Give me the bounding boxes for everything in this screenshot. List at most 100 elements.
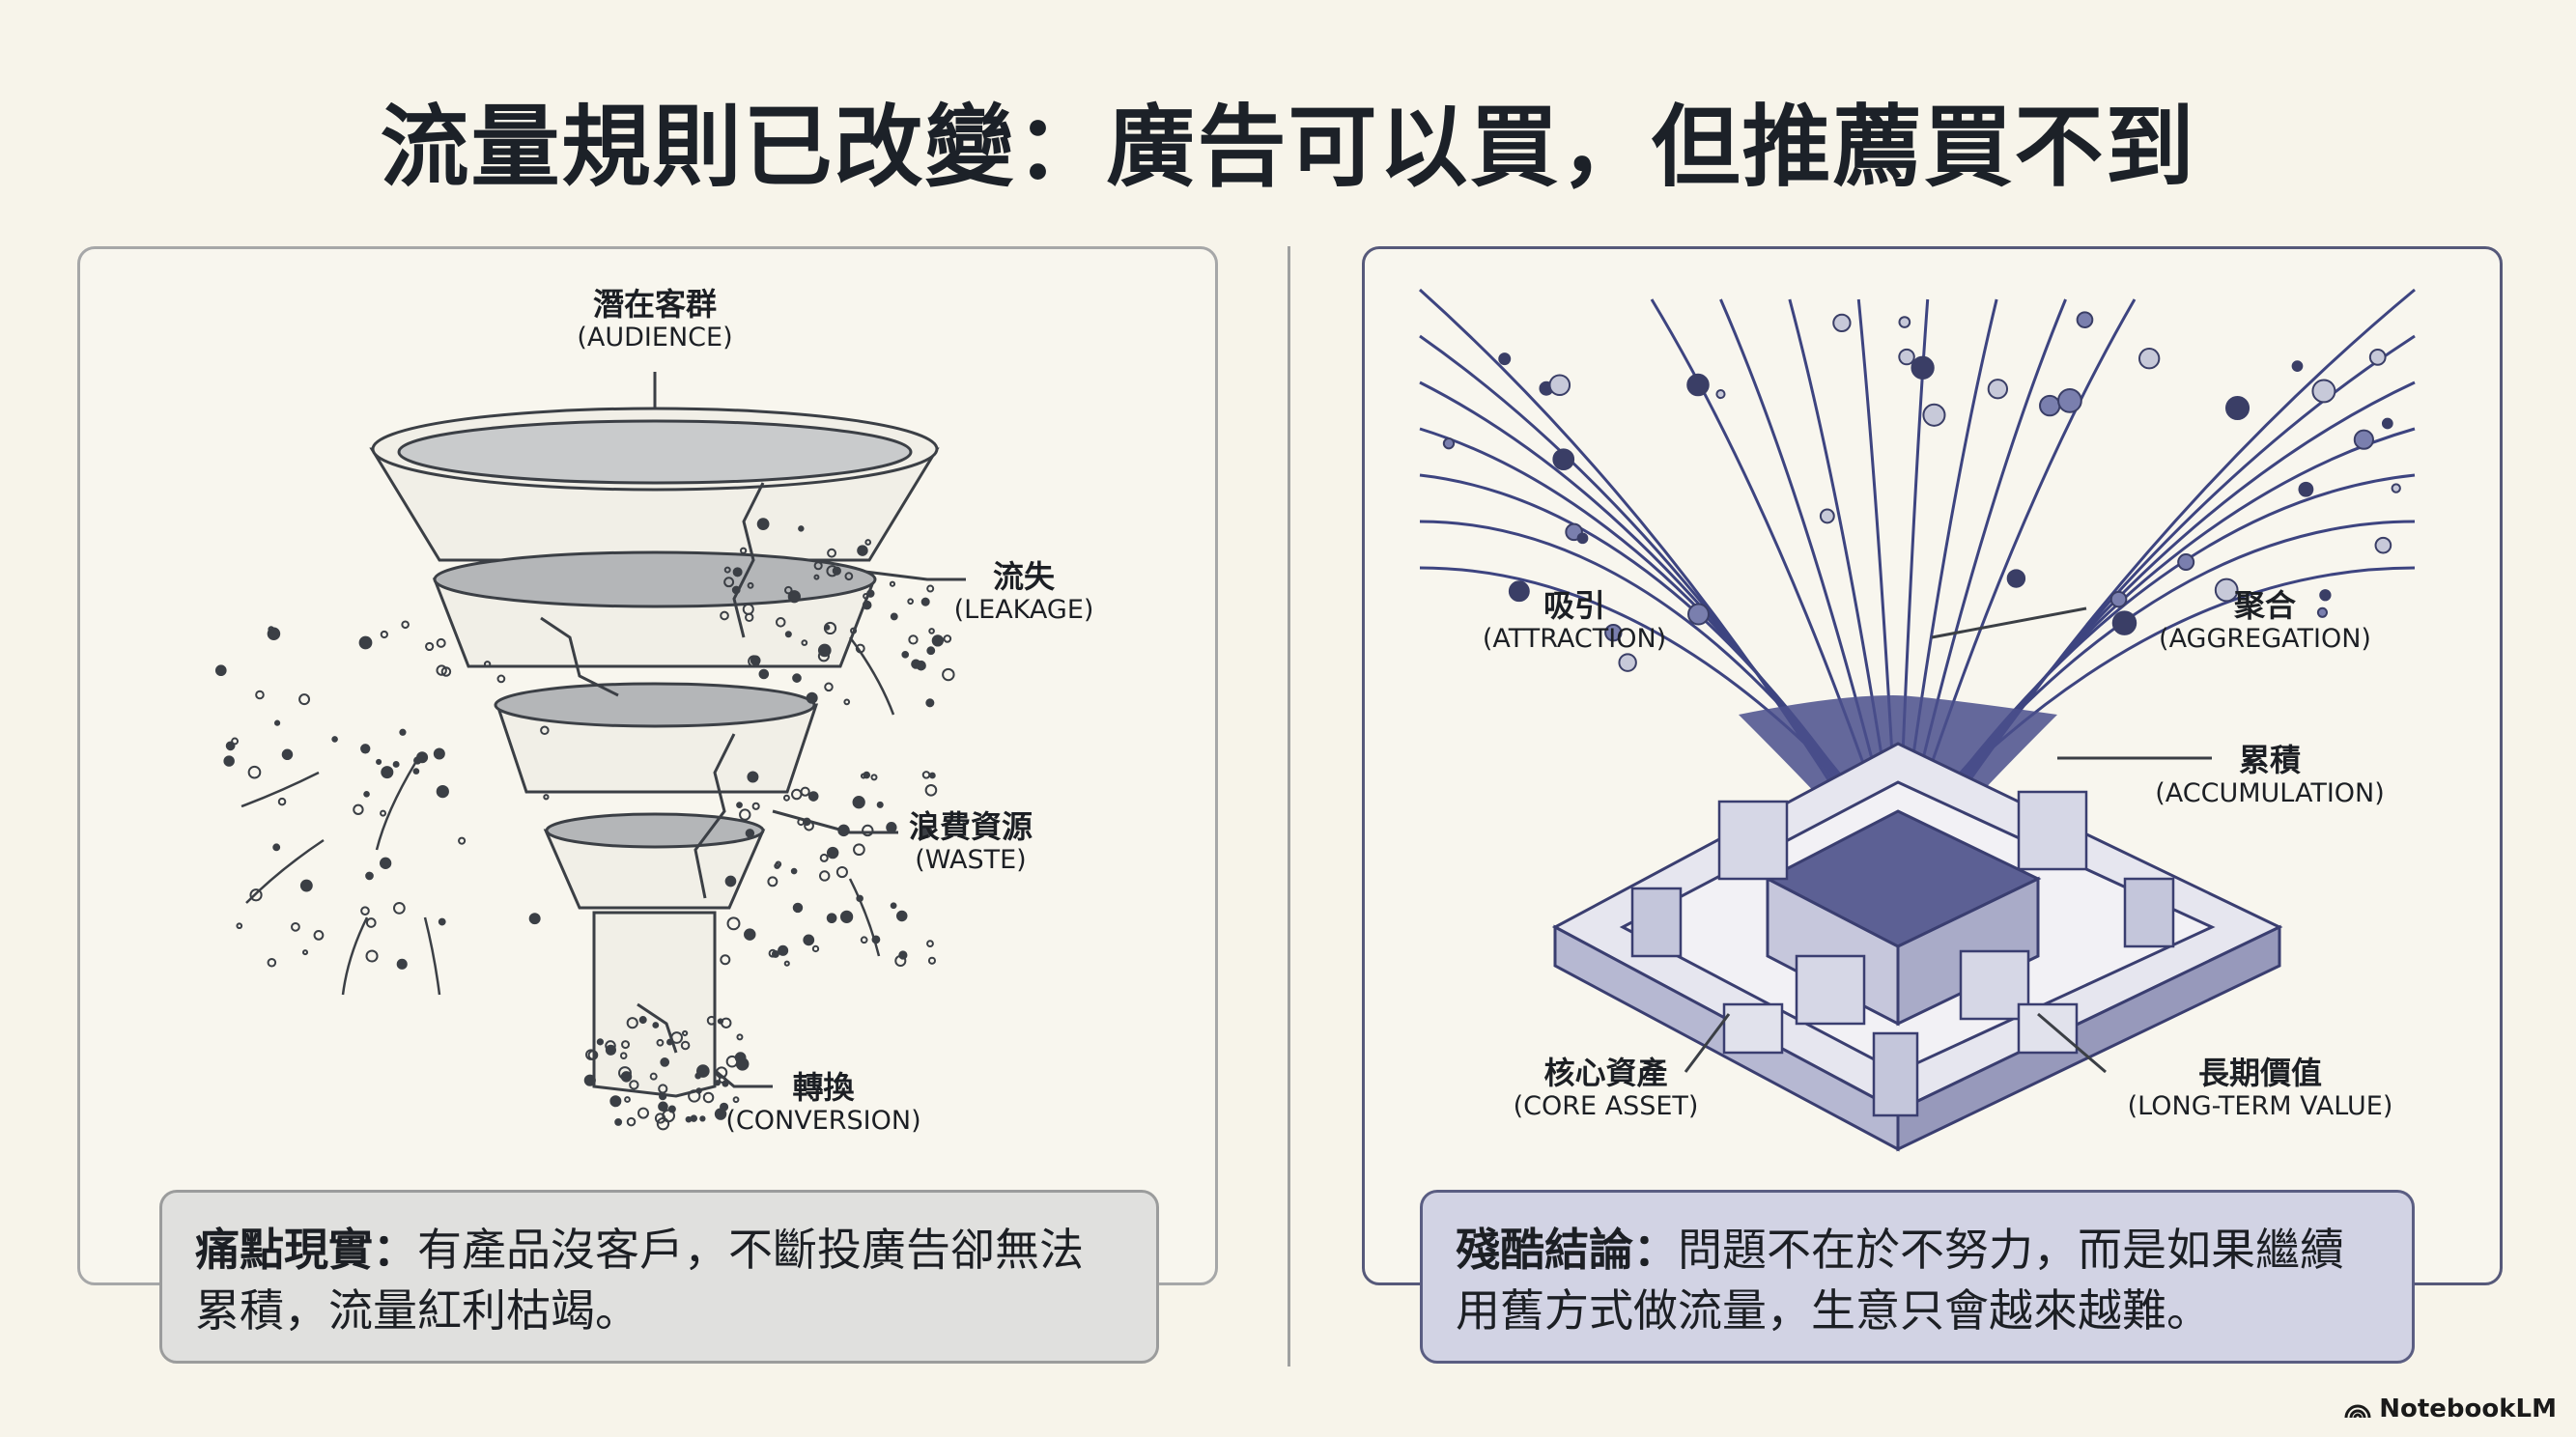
particle-dot — [852, 796, 865, 809]
particle-dot — [543, 794, 550, 801]
conclusion-heading: 殘酷結論： — [1456, 1224, 1678, 1276]
particle-dot — [901, 651, 910, 659]
particle-dot — [783, 960, 790, 967]
particle-dot — [412, 768, 420, 775]
particle-dot — [301, 949, 309, 956]
data-particle — [2291, 360, 2304, 372]
particle-dot — [920, 597, 930, 606]
particle-dot — [629, 1080, 639, 1090]
particle-dot — [626, 1017, 638, 1029]
particle-dot — [751, 802, 760, 810]
particle-dot — [717, 1018, 724, 1025]
particle-dot — [767, 876, 778, 888]
particle-dot — [670, 1031, 683, 1044]
label-accumulation-zh: 累積 — [2238, 742, 2301, 778]
particle-dot — [715, 1066, 728, 1079]
particle-dot — [920, 825, 933, 839]
label-accumulation-en: (ACCUMULATION) — [2155, 778, 2385, 809]
particle-dot — [358, 635, 373, 650]
particle-dot — [723, 577, 735, 588]
particle-dot — [281, 748, 294, 760]
label-long-term-value-en: (LONG-TERM VALUE) — [2127, 1091, 2393, 1122]
label-audience-en: (AUDIENCE) — [577, 323, 733, 353]
particle-dot — [652, 1022, 660, 1028]
particle-dot — [720, 954, 731, 966]
data-particle — [2391, 483, 2401, 493]
particle-dot — [742, 603, 754, 615]
particle-dot — [864, 539, 872, 546]
particle-dot — [783, 585, 793, 595]
particle-dot — [688, 1089, 701, 1103]
particle-dot — [696, 1064, 710, 1078]
particle-dot — [381, 766, 394, 779]
particle-dot — [927, 956, 937, 965]
particle-dot — [837, 824, 850, 837]
particle-dot — [744, 928, 756, 941]
particle-dot — [819, 853, 829, 862]
label-conversion-en: (CONVERSION) — [725, 1106, 921, 1137]
particle-dot — [396, 958, 408, 970]
particle-dot — [747, 771, 759, 783]
label-leakage-en: (LEAKAGE) — [953, 595, 1094, 626]
particle-dot — [225, 741, 236, 751]
particle-dot — [876, 801, 884, 808]
particle-dot — [659, 1092, 667, 1101]
label-attraction-zh: 吸引 — [1543, 587, 1605, 624]
brand-name: NotebookLM — [2379, 1395, 2557, 1423]
particle-arrows — [241, 636, 895, 996]
center-divider — [1288, 246, 1290, 1367]
particle-dot — [618, 1066, 632, 1081]
particle-dot — [267, 957, 277, 968]
particle-dot — [291, 921, 300, 932]
particle-dot — [756, 518, 770, 530]
particle-dot — [896, 910, 908, 922]
particle-dot — [724, 875, 737, 888]
particle-dot — [736, 802, 743, 809]
particle-dot — [299, 879, 313, 892]
particle-dot — [835, 865, 848, 879]
particle-dot — [682, 1029, 689, 1037]
page-title: 流量規則已改變：廣告可以買，但推薦買不到 — [380, 96, 2196, 199]
data-particle — [1819, 508, 1835, 524]
waste-leader-line — [772, 809, 898, 834]
particle-dot — [680, 1040, 691, 1051]
particle-dot — [528, 913, 541, 925]
conclusion-callout: 殘酷結論：問題不在於不努力，而是如果繼續用舊方式做流量，生意只會越來越難。 — [1420, 1190, 2415, 1364]
label-audience: 潛在客群 (AUDIENCE) — [558, 286, 751, 354]
particle-dot — [626, 1116, 637, 1127]
particle-dot — [458, 836, 467, 845]
particle-dot — [866, 589, 875, 598]
long-term-value-leader-line — [2037, 1012, 2107, 1074]
particle-dot — [813, 574, 820, 580]
data-particle — [2374, 536, 2392, 554]
particle-dot — [797, 818, 806, 827]
particle-dot — [732, 567, 743, 578]
data-particle — [1686, 373, 1710, 397]
particle-dot — [747, 581, 754, 589]
data-particle — [2225, 395, 2250, 421]
particle-dot — [399, 728, 407, 736]
leakage-leader-line — [849, 568, 966, 581]
particle-dot — [714, 1108, 727, 1120]
label-long-term-value: 長期價值 (LONG-TERM VALUE) — [2120, 1055, 2400, 1123]
data-particle — [2057, 388, 2082, 413]
particle-dot — [924, 783, 938, 797]
particle-dot — [223, 755, 235, 767]
particle-dot — [483, 661, 492, 668]
data-particle — [1898, 348, 1915, 366]
label-core-asset-zh: 核心資產 — [1543, 1055, 1668, 1091]
data-particle — [1911, 355, 1935, 380]
particle-dot — [619, 1052, 628, 1060]
particle-dot — [649, 1072, 658, 1081]
particle-dot — [706, 1015, 717, 1026]
particle-dot — [702, 1091, 715, 1104]
label-core-asset-en: (CORE ASSET) — [1513, 1091, 1699, 1122]
particle-dot — [824, 624, 831, 631]
particle-dot — [790, 867, 798, 875]
particle-dot — [699, 1115, 706, 1122]
data-particle — [1552, 448, 1575, 471]
data-particle — [1922, 403, 1946, 427]
label-aggregation-en: (AGGREGATION) — [2159, 624, 2371, 655]
pain-point-heading: 痛點現實： — [195, 1224, 417, 1276]
particle-dot — [843, 698, 851, 706]
